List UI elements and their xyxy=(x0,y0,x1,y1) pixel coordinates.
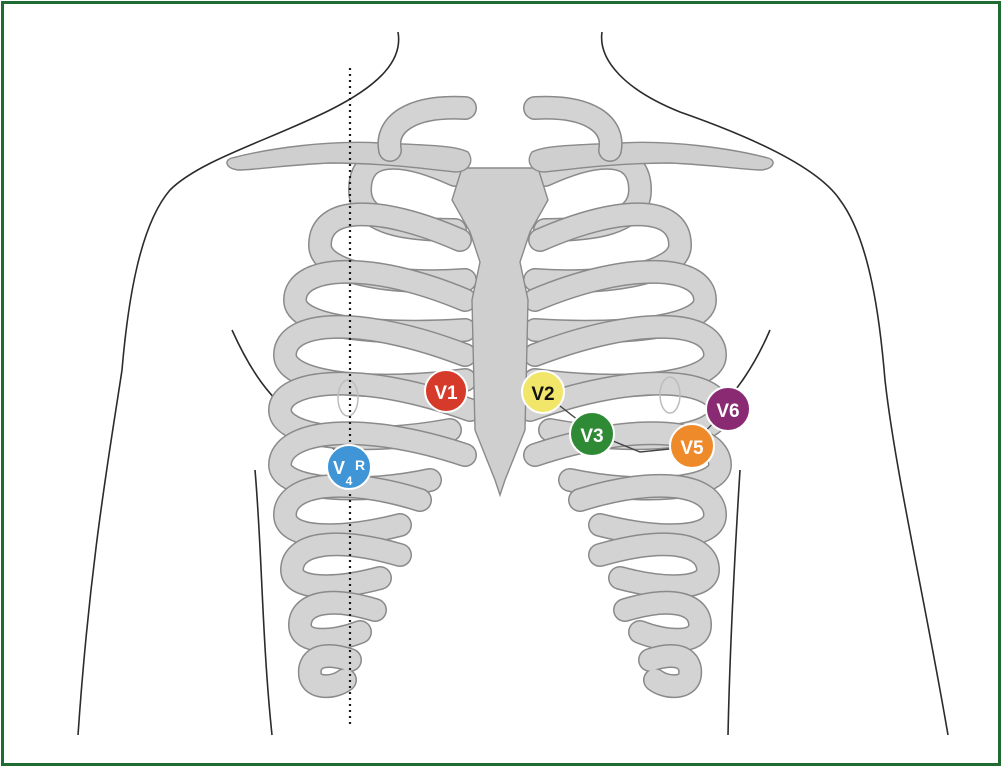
electrode-v3: V3 xyxy=(569,411,615,457)
electrode-v3-label: V3 xyxy=(580,426,603,447)
sternum xyxy=(451,167,549,498)
electrode-v1-label: V1 xyxy=(434,383,458,404)
electrode-v4r: V R 4 xyxy=(326,444,372,490)
clavicle-left xyxy=(226,141,472,173)
electrode-v4r-label-sup: R xyxy=(355,457,365,473)
electrode-v5-label: V5 xyxy=(680,438,704,459)
electrode-v6-label: V6 xyxy=(716,401,739,422)
electrode-v2: V2 xyxy=(521,370,565,414)
clavicle-right xyxy=(528,141,774,173)
electrode-v2-label: V2 xyxy=(531,384,554,405)
ribcage-left xyxy=(267,145,482,699)
electrode-v5: V5 xyxy=(669,423,715,469)
electrode-v1: V1 xyxy=(424,369,468,413)
electrode-v4r-label-sub: 4 xyxy=(346,474,353,488)
electrode-v4r-label-main: V xyxy=(333,458,345,478)
electrode-v6: V6 xyxy=(705,386,751,432)
ribcage-right xyxy=(518,145,733,699)
